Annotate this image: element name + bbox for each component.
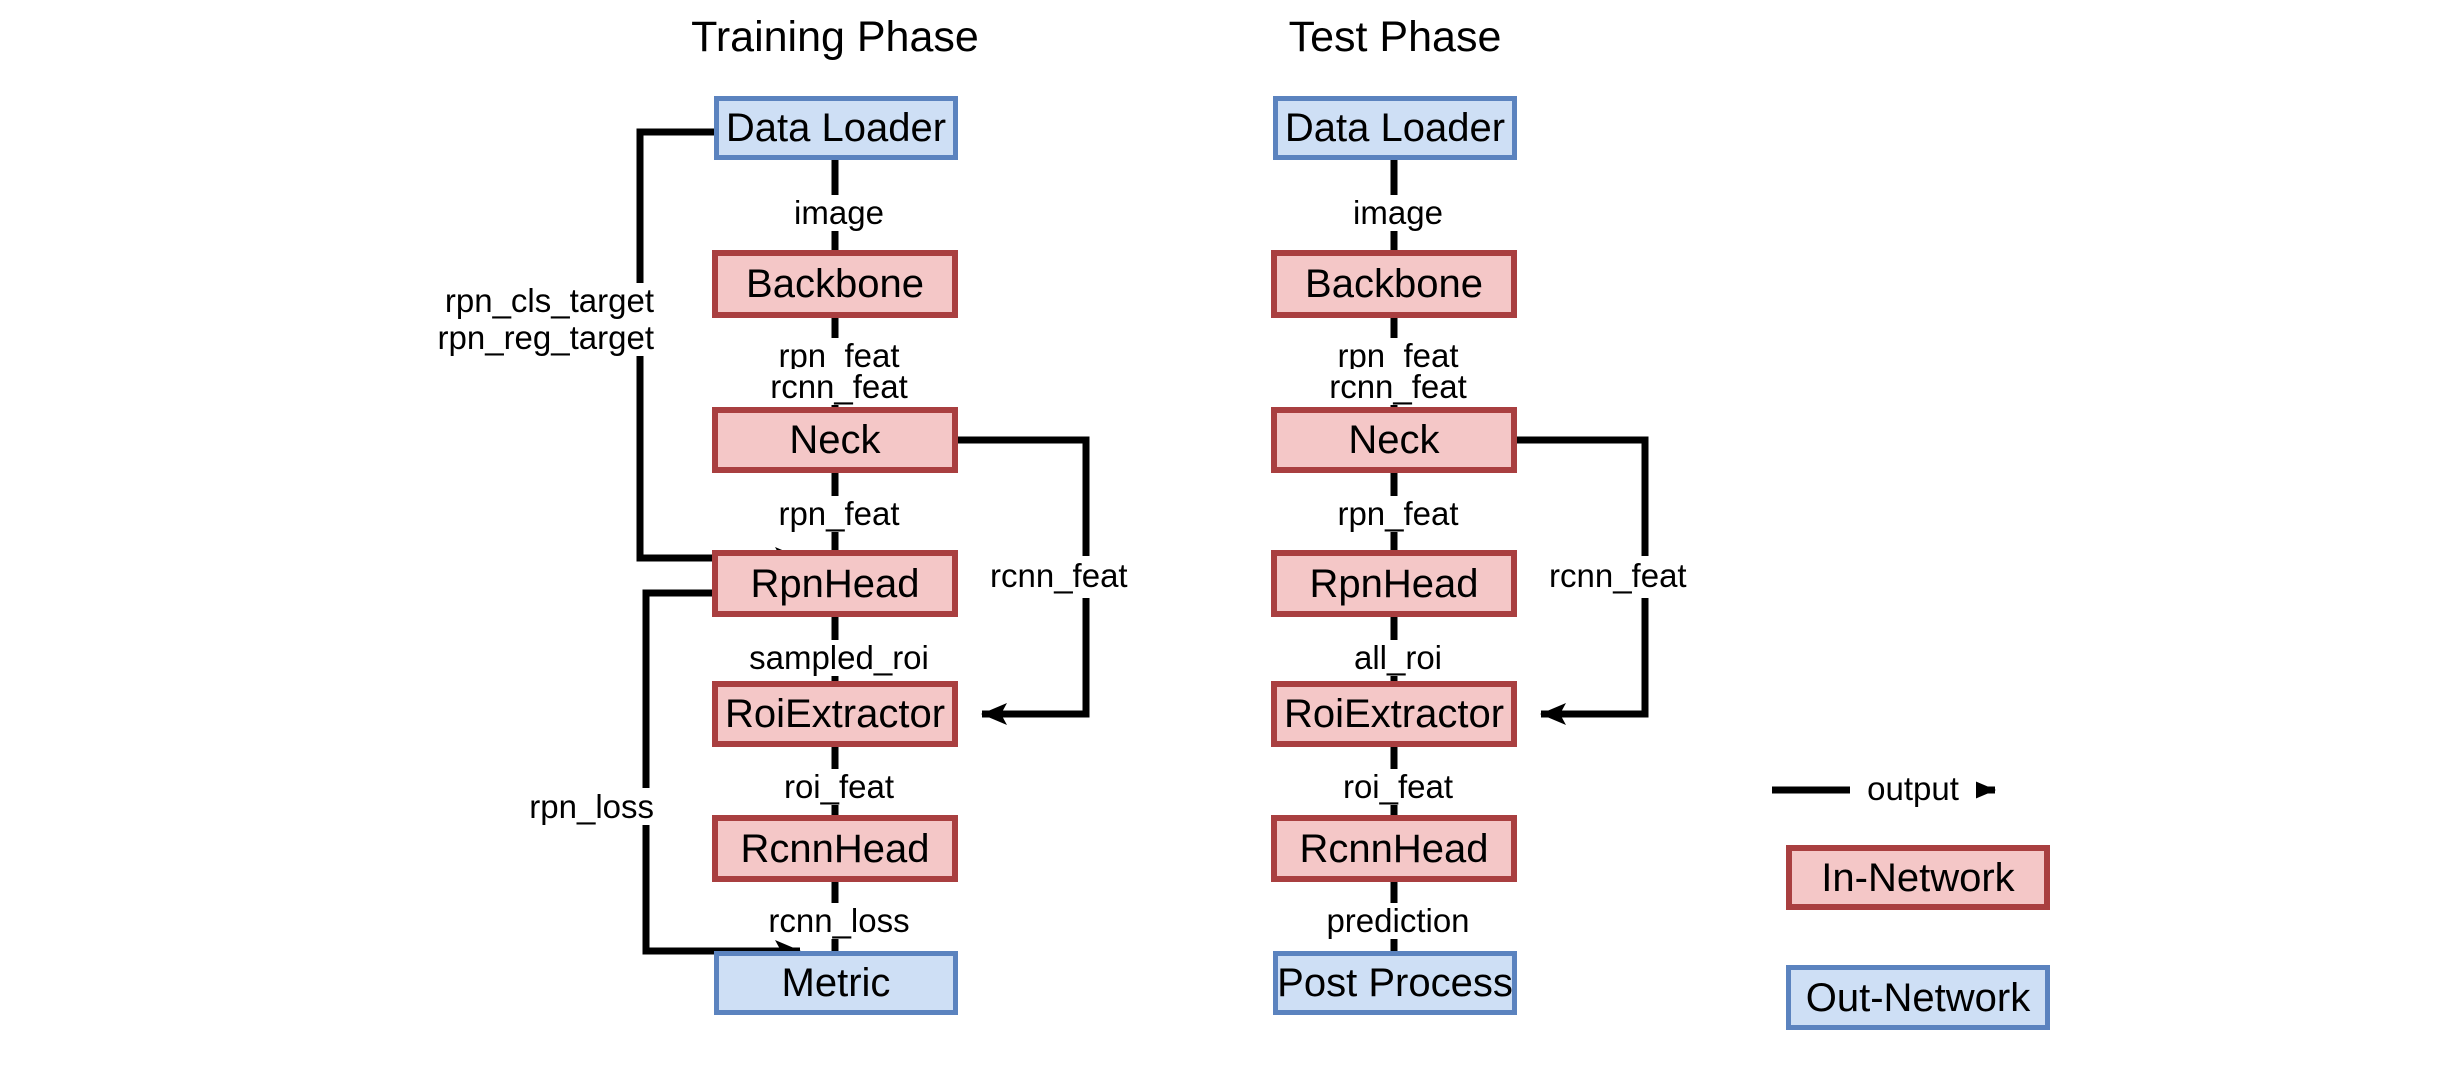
training-node-neck[interactable]: Neck [712, 407, 958, 473]
training-node-rcnn-head[interactable]: RcnnHead [712, 815, 958, 882]
test-edge-label-roi-feat: roi_feat [1259, 769, 1537, 805]
training-node-metric[interactable]: Metric [714, 951, 958, 1015]
legend-in-network-box: In-Network [1786, 845, 2050, 910]
training-edge-label-rcnn-feat-side: rcnn_feat [986, 558, 1194, 594]
legend-out-network-box: Out-Network [1786, 965, 2050, 1030]
wire-train-rpnloss-bus [642, 589, 712, 788]
training-node-backbone[interactable]: Backbone [712, 250, 958, 318]
test-node-roi-extractor[interactable]: RoiExtractor [1271, 681, 1517, 747]
training-node-rpn-head[interactable]: RpnHead [712, 550, 958, 617]
training-edge-label-rpn-feat-mid: rpn_feat [700, 496, 978, 532]
training-edge-label-rpn-loss: rpn_loss [460, 789, 658, 825]
training-edge-label-rpn-cls-target: rpn_cls_target [420, 283, 658, 319]
training-edge-label-rcnn-feat-top: rcnn_feat [700, 369, 978, 405]
training-edge-label-rcnn-loss: rcnn_loss [700, 903, 978, 939]
test-edge-label-prediction: prediction [1259, 903, 1537, 939]
legend-output-label: output [1850, 772, 1976, 805]
test-edge-label-all-roi: all_roi [1259, 640, 1537, 676]
test-node-rpn-head[interactable]: RpnHead [1271, 550, 1517, 617]
test-node-rcnn-head[interactable]: RcnnHead [1271, 815, 1517, 882]
wire-test-rcnnfeat-loop-2 [1540, 598, 1649, 725]
wire-train-rcnnfeat-loop-2 [981, 598, 1090, 725]
test-node-data-loader[interactable]: Data Loader [1273, 96, 1517, 160]
training-phase-title: Training Phase [691, 13, 979, 61]
test-node-neck[interactable]: Neck [1271, 407, 1517, 473]
training-edge-label-image: image [700, 195, 978, 231]
test-phase-title: Test Phase [1288, 13, 1502, 61]
training-node-roi-extractor[interactable]: RoiExtractor [712, 681, 958, 747]
training-node-data-loader[interactable]: Data Loader [714, 96, 958, 160]
training-edge-label-roi-feat: roi_feat [700, 769, 978, 805]
training-edge-label-rpn-reg-target: rpn_reg_target [420, 320, 658, 356]
test-edge-label-rpn-feat-mid: rpn_feat [1259, 496, 1537, 532]
test-node-backbone[interactable]: Backbone [1271, 250, 1517, 318]
training-edge-label-rpn-feat-top: rpn_feat [700, 338, 978, 374]
test-edge-label-image: image [1259, 195, 1537, 231]
test-edge-label-rcnn-feat-side: rcnn_feat [1545, 558, 1753, 594]
test-node-post-process[interactable]: Post Process [1273, 951, 1517, 1015]
test-edge-label-rcnn-feat-top: rcnn_feat [1259, 369, 1537, 405]
training-edge-label-sampled-roi: sampled_roi [690, 640, 988, 676]
test-edge-label-rpn-feat-top: rpn_feat [1259, 338, 1537, 374]
